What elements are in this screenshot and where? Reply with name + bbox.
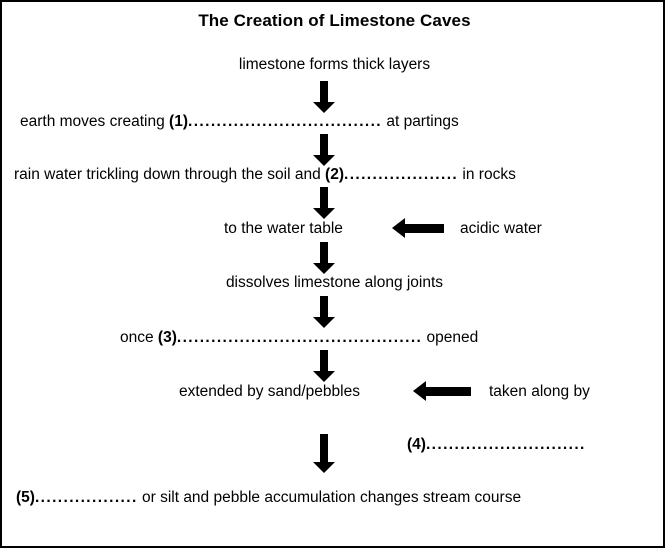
- flow-step-text: extended by sand/pebbles: [179, 383, 360, 400]
- flow-step-prefix: rain water trickling down through the so…: [14, 166, 326, 183]
- down-arrow-4: [313, 242, 335, 274]
- flow-step-dissolves-limestone: dissolves limestone along joints: [2, 273, 663, 293]
- blank-number-3: (3): [157, 329, 177, 346]
- flow-step-suffix: or silt and pebble accumulation changes …: [137, 489, 522, 506]
- blank-dots-2: ....................: [343, 166, 459, 183]
- flow-step-blank-4: (4)............................: [407, 435, 586, 455]
- blank-dots-1: ..................................: [188, 113, 383, 130]
- down-arrow-7: [313, 434, 335, 473]
- flow-step-text: dissolves limestone along joints: [225, 274, 444, 291]
- flow-step-prefix: earth moves creating: [20, 113, 170, 130]
- flow-step-text: to the water table: [224, 220, 343, 237]
- down-arrow-1: [313, 81, 335, 113]
- blank-number-2: (2): [325, 166, 344, 183]
- blank-dots-3: ........................................…: [176, 329, 423, 346]
- flow-step-earth-moves: earth moves creating (1)................…: [20, 112, 459, 132]
- left-arrow-taken-along-by: [413, 381, 471, 401]
- down-arrow-2: [313, 134, 335, 166]
- blank-number-5: (5): [16, 489, 35, 506]
- flow-step-prefix: once: [120, 329, 158, 346]
- flow-step-water-table: to the water table: [224, 219, 343, 239]
- flow-step-blank-5: (5).................. or silt and pebble…: [16, 488, 521, 508]
- flow-step-suffix: opened: [422, 329, 479, 346]
- flow-step-rain-water: rain water trickling down through the so…: [14, 165, 516, 185]
- flow-step-limestone-layers: limestone forms thick layers: [2, 55, 663, 75]
- blank-number-4: (4): [407, 436, 426, 453]
- flow-step-suffix: at partings: [382, 113, 459, 130]
- flow-step-extended-sand-pebbles: extended by sand/pebbles: [179, 382, 360, 402]
- left-arrow-acidic-water: [392, 218, 444, 238]
- flow-step-text: limestone forms thick layers: [238, 56, 431, 73]
- blank-number-1: (1): [169, 113, 188, 130]
- flow-step-suffix: in rocks: [458, 166, 516, 183]
- page-title: The Creation of Limestone Caves: [198, 11, 471, 30]
- side-label-taken-along-by: taken along by: [489, 382, 590, 402]
- flow-step-once-opened: once (3)................................…: [120, 328, 478, 348]
- side-label-acidic-water: acidic water: [460, 219, 542, 239]
- blank-dots-5: ..................: [34, 489, 138, 506]
- side-label-text: acidic water: [460, 220, 542, 237]
- blank-dots-4: ............................: [425, 436, 586, 453]
- down-arrow-6: [313, 350, 335, 382]
- down-arrow-5: [313, 296, 335, 328]
- down-arrow-3: [313, 187, 335, 219]
- side-label-text: taken along by: [489, 383, 590, 400]
